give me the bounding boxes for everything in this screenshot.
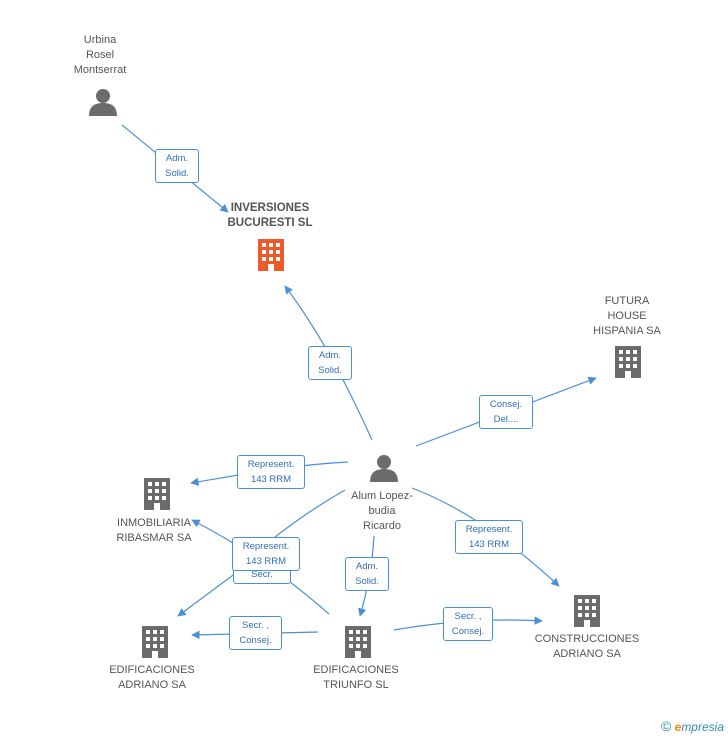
person-icon[interactable] <box>89 89 117 116</box>
node-label-alum[interactable]: Alum Lopez- budia Ricardo <box>351 490 413 532</box>
edge-label-alum-triunfo[interactable]: Adm. Solid. <box>345 557 389 591</box>
building-icon[interactable] <box>345 626 371 658</box>
edge-label-alum-construcciones[interactable]: Represent. 143 RRM <box>455 520 523 554</box>
node-label-inmobiliaria[interactable]: INMOBILIARIA RIBASMAR SA <box>116 517 192 544</box>
node-label-edificaciones-triunfo[interactable]: EDIFICACIONES TRIUNFO SL <box>313 664 399 691</box>
building-icon[interactable] <box>615 346 641 378</box>
empresia-logo: © empresia <box>661 718 724 734</box>
edge-label-alum-inmobiliaria-2[interactable]: Represent. 143 RRM <box>232 537 300 571</box>
brand-rest: mpresia <box>681 720 724 734</box>
edge-label-alum-inversiones[interactable]: Adm. Solid. <box>308 346 352 380</box>
building-icon[interactable] <box>574 595 600 627</box>
brand-e: e <box>674 720 682 734</box>
edge-label-alum-inmobiliaria[interactable]: Represent. 143 RRM <box>237 455 305 489</box>
node-label-urbina[interactable]: Urbina Rosel Montserrat <box>73 34 127 76</box>
edge-label-alum-futura[interactable]: Consej. Del.... <box>479 395 533 429</box>
copyright-symbol: © <box>660 718 672 734</box>
node-label-inversiones[interactable]: INVERSIONES BUCURESTI SL <box>227 202 313 229</box>
building-icon[interactable] <box>258 239 284 271</box>
building-icon[interactable] <box>144 478 170 510</box>
edge-label-triunfo-adriano[interactable]: Secr. , Consej. <box>229 616 282 650</box>
edge-label-triunfo-construcciones[interactable]: Secr. , Consej. <box>443 607 493 641</box>
node-label-construcciones[interactable]: CONSTRUCCIONES ADRIANO SA <box>534 633 640 660</box>
person-icon[interactable] <box>370 455 398 482</box>
building-icon[interactable] <box>142 626 168 658</box>
node-label-futura[interactable]: FUTURA HOUSE HISPANIA SA <box>593 295 661 337</box>
edge-label-urbina-inversiones[interactable]: Adm. Solid. <box>155 149 199 183</box>
node-label-edificaciones-adriano[interactable]: EDIFICACIONES ADRIANO SA <box>109 664 195 691</box>
